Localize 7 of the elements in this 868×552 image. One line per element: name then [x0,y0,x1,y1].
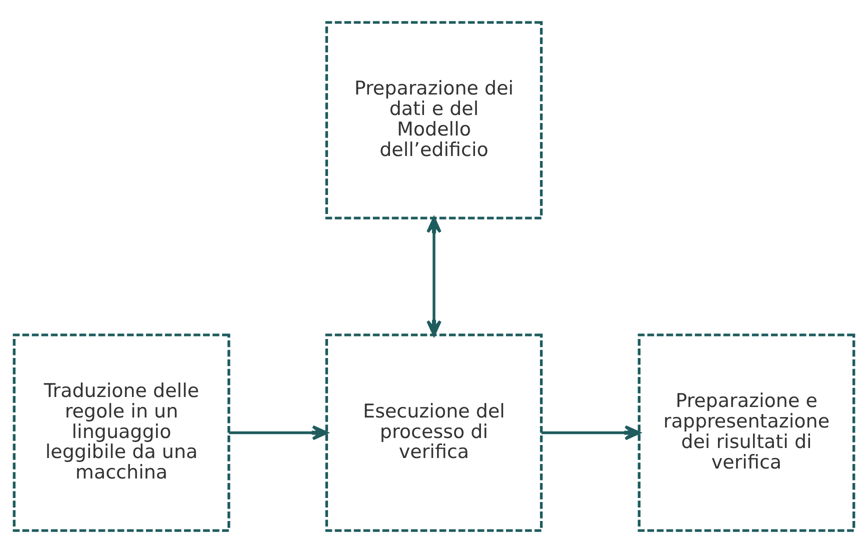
arrow [541,424,640,440]
node-box: Preparazione e rappresentazione dei risultati di verifica [638,333,856,532]
node-box: Preparazione dei dati e del Modello dell’edificio [325,20,543,219]
arrow [426,216,442,336]
arrow [228,424,328,440]
node-box: Traduzione delle regole in un linguaggio leggibile da una macchina [12,333,230,532]
node-box: Esecuzione del processo di verifica [325,333,543,532]
